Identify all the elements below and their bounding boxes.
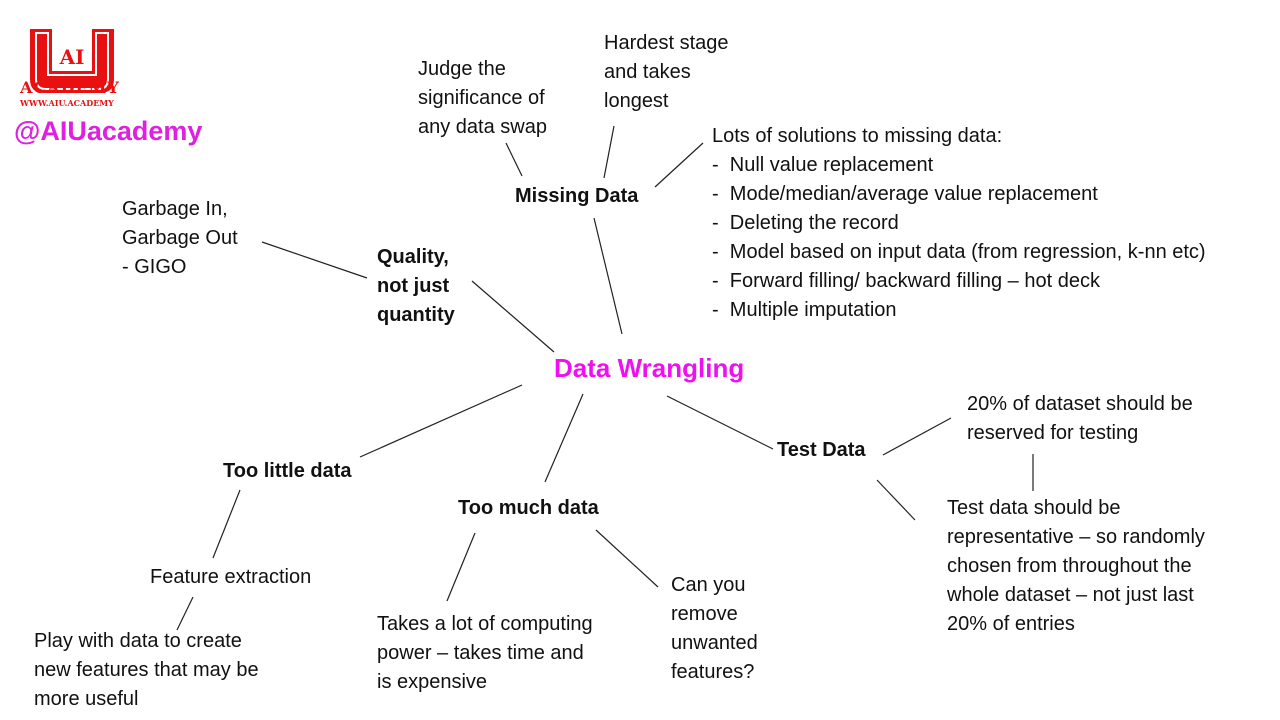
note-line: whole dataset – not just last xyxy=(947,584,1194,606)
solution-item: - Deleting the record xyxy=(712,212,899,234)
note-line: 20% of entries xyxy=(947,613,1075,635)
line-toomuch-takes xyxy=(446,532,476,602)
node-line: not just xyxy=(377,275,450,297)
node-missing-data: Missing Data xyxy=(515,185,639,207)
solution-item: - Model based on input data (from regres… xyxy=(712,241,1206,263)
solution-item: - Mode/median/average value replacement xyxy=(712,183,1098,205)
note-judge: Judge the significance of any data swap xyxy=(418,55,547,142)
note-line: reserved for testing xyxy=(967,422,1139,444)
line-missing-solutions xyxy=(654,142,704,188)
solution-item: - Forward filling/ backward filling – ho… xyxy=(712,270,1100,292)
note-line: and takes xyxy=(604,61,691,83)
node-quality: Quality, not just quantity xyxy=(377,243,455,330)
note-line: power – takes time and xyxy=(377,642,584,664)
svg-text:AI: AI xyxy=(59,45,85,69)
solution-item: - Multiple imputation xyxy=(712,299,897,321)
note-line: longest xyxy=(604,90,669,112)
note-line: new features that may be xyxy=(34,659,259,681)
line-missing-judge xyxy=(505,142,523,177)
solutions-title: Lots of solutions to missing data: xyxy=(712,125,1003,147)
line-feature-play xyxy=(176,596,194,631)
note-line: Judge the xyxy=(418,58,506,80)
line-center-test xyxy=(666,395,774,450)
note-line: remove xyxy=(671,603,738,625)
note-gigo: Garbage In, Garbage Out - GIGO xyxy=(122,195,238,282)
note-line: Hardest stage xyxy=(604,32,729,54)
note-line: - GIGO xyxy=(122,256,187,278)
note-line: unwanted xyxy=(671,632,758,654)
node-line: Quality, xyxy=(377,246,449,268)
node-too-little-data: Too little data xyxy=(223,460,352,482)
note-line: Play with data to create xyxy=(34,630,242,652)
note-remove-features: Can you remove unwanted features? xyxy=(671,571,758,687)
line-toolittle-feature xyxy=(212,489,241,559)
line-missing-hardest xyxy=(603,125,615,179)
aiu-logo-mark: AI xyxy=(30,29,114,93)
note-solutions: Lots of solutions to missing data: - Nul… xyxy=(712,122,1206,325)
note-line: features? xyxy=(671,661,755,683)
note-line: Garbage Out xyxy=(122,227,238,249)
node-feature-extraction: Feature extraction xyxy=(150,566,312,588)
note-line: any data swap xyxy=(418,116,547,138)
social-handle: @AIUacademy xyxy=(14,116,203,146)
note-test-reserve: 20% of dataset should be reserved for te… xyxy=(967,390,1193,448)
center-node: Data Wrangling xyxy=(554,353,745,383)
line-toomuch-canyou xyxy=(595,529,659,588)
line-test-note1 xyxy=(882,417,952,456)
note-test-representative: Test data should be representative – so … xyxy=(947,494,1205,639)
line-center-missing xyxy=(593,217,623,335)
node-too-much-data: Too much data xyxy=(458,497,599,519)
note-hardest: Hardest stage and takes longest xyxy=(604,29,729,116)
logo-url-text: WWW.AIU.ACADEMY xyxy=(20,98,114,108)
line-quality-gigo xyxy=(261,241,368,279)
note-line: chosen from throughout the xyxy=(947,555,1192,577)
note-line: Garbage In, xyxy=(122,198,228,220)
line-test-note2 xyxy=(876,479,916,521)
note-line: representative – so randomly xyxy=(947,526,1205,548)
node-test-data: Test Data xyxy=(777,439,866,461)
note-line: significance of xyxy=(418,87,545,109)
note-line: Takes a lot of computing xyxy=(377,613,593,635)
note-line: Test data should be xyxy=(947,497,1121,519)
solution-item: - Null value replacement xyxy=(712,154,934,176)
note-line: 20% of dataset should be xyxy=(967,393,1193,415)
note-computing-power: Takes a lot of computing power – takes t… xyxy=(377,610,593,697)
line-center-quality xyxy=(471,280,555,353)
note-play-with-data: Play with data to create new features th… xyxy=(34,627,259,714)
note-line: more useful xyxy=(34,688,139,710)
line-center-toolittle xyxy=(359,384,523,458)
line-center-toomuch xyxy=(544,393,584,483)
logo-academy-text: ACADEMY xyxy=(20,78,120,97)
node-line: quantity xyxy=(377,304,455,326)
note-line: Can you xyxy=(671,574,746,596)
note-line: is expensive xyxy=(377,671,488,693)
